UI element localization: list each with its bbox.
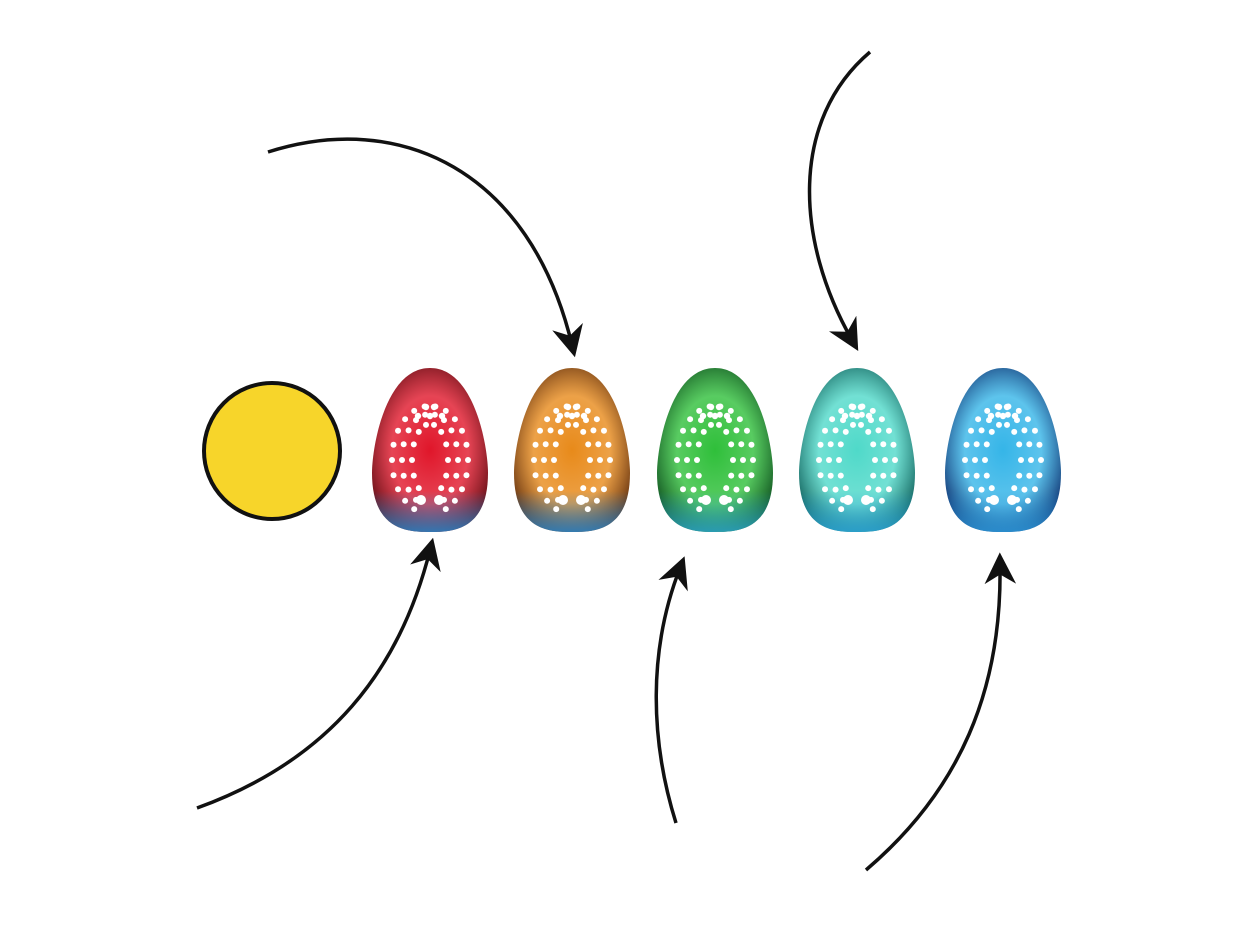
arrow-to-red-egg: [196, 537, 441, 810]
arrow-to-teal-egg: [807, 50, 872, 351]
arrow-to-green-egg: [654, 556, 688, 824]
led-dots: [389, 403, 471, 513]
led-dots: [674, 403, 756, 513]
egg-teal: [799, 368, 915, 532]
yellow-circle: [202, 381, 342, 521]
arrow-to-orange-egg: [267, 137, 583, 358]
egg-blue: [945, 368, 1061, 532]
egg-orange: [514, 368, 630, 532]
led-dots: [962, 403, 1044, 513]
egg-red: [372, 368, 488, 532]
led-dots: [816, 403, 898, 513]
arrow-to-blue-egg: [864, 552, 1017, 872]
led-dots: [531, 403, 613, 513]
egg-green: [657, 368, 773, 532]
